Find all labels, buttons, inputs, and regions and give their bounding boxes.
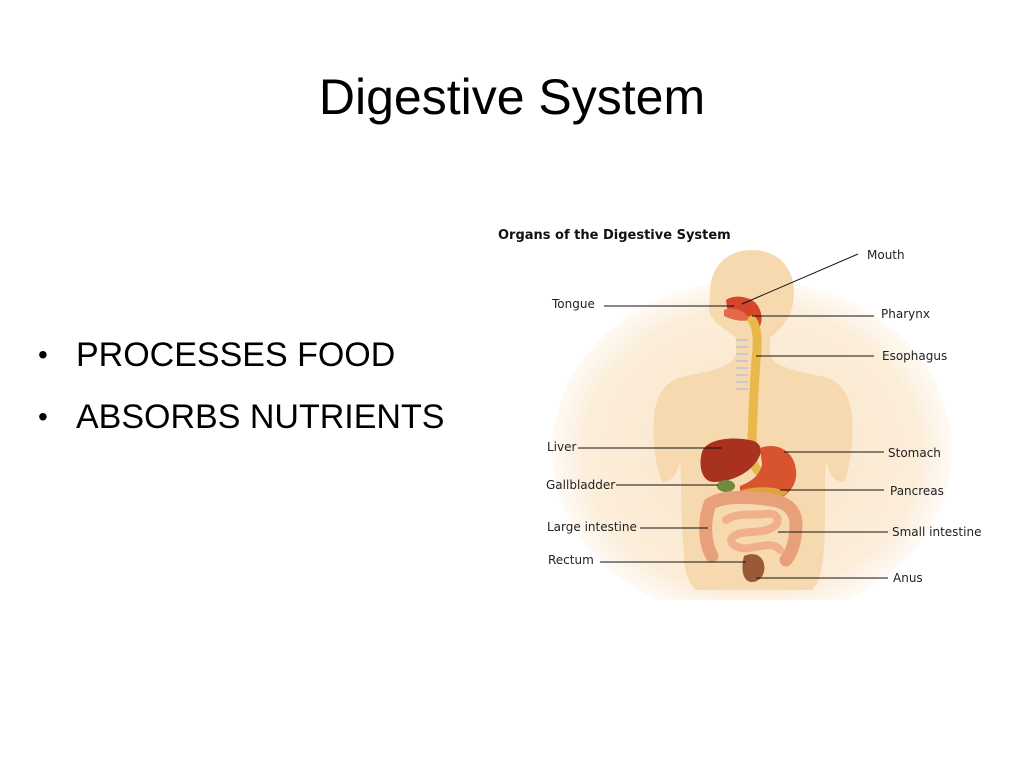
label-mouth: Mouth	[867, 248, 905, 262]
label-rectum: Rectum	[548, 553, 594, 567]
label-gallbladder: Gallbladder	[546, 478, 615, 492]
diagram-title: Organs of the Digestive System	[498, 228, 731, 243]
large-intestine-organ	[699, 490, 803, 567]
label-tongue: Tongue	[551, 297, 595, 311]
label-liver: Liver	[547, 440, 577, 454]
liver-organ	[700, 438, 761, 482]
esophagus-organ	[747, 315, 769, 479]
bullet-dot-icon: •	[38, 339, 48, 370]
tongue-organ	[724, 308, 750, 321]
bullet-item: • ABSORBS NUTRIENTS	[36, 394, 444, 440]
leader-lines	[578, 253, 888, 579]
label-small-intestine: Small intestine	[892, 525, 981, 539]
rectum-organ	[742, 554, 765, 582]
diagram-canvas: Organs of the Digestive System	[498, 228, 981, 600]
bullet-text: PROCESSES FOOD	[76, 336, 396, 374]
bullet-dot-icon: •	[38, 401, 48, 432]
label-anus: Anus	[893, 571, 923, 585]
label-pharynx: Pharynx	[881, 307, 930, 321]
label-esophagus: Esophagus	[882, 349, 947, 363]
gallbladder-organ	[717, 480, 735, 492]
label-stomach: Stomach	[888, 446, 941, 460]
bullet-text: ABSORBS NUTRIENTS	[76, 398, 445, 436]
bullet-item: • PROCESSES FOOD	[36, 332, 444, 378]
label-pancreas: Pancreas	[890, 484, 944, 498]
trachea-rings	[736, 339, 748, 390]
bullet-list: • PROCESSES FOOD • ABSORBS NUTRIENTS	[36, 332, 444, 456]
digestive-system-diagram: Organs of the Digestive System	[490, 220, 990, 600]
label-large-intestine: Large intestine	[547, 520, 637, 534]
organs	[699, 296, 803, 582]
small-intestine-organ	[722, 509, 784, 554]
slide-title: Digestive System	[318, 69, 706, 125]
